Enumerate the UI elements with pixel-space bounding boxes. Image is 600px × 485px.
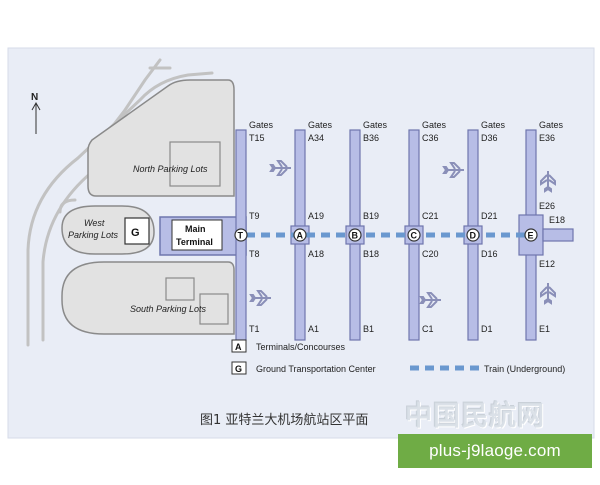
main-terminal-label-line2: Terminal <box>176 237 213 247</box>
airplane-icons <box>249 160 556 308</box>
gate-label-top: E36 <box>539 133 555 143</box>
gate-label-lower: B18 <box>363 249 379 259</box>
road-curve-outer <box>26 71 214 347</box>
west-parking-label-line2: Parking Lots <box>68 230 119 240</box>
ground-transportation-letter: G <box>131 227 140 239</box>
south-parking-lot <box>61 261 235 335</box>
airplane-icon <box>249 290 271 306</box>
gate-label-bottom: C1 <box>422 324 434 334</box>
main-terminal: Main Terminal <box>159 216 247 256</box>
north-parking-lot <box>87 79 235 197</box>
south-parking-deck-b <box>199 293 229 325</box>
gate-label-side: E18 <box>549 215 565 225</box>
gate-label-bottom: T1 <box>249 324 260 334</box>
gate-label-bottom: B1 <box>363 324 374 334</box>
airplane-icon <box>442 162 464 178</box>
station-letter: B <box>352 231 359 241</box>
station-marker <box>407 228 421 242</box>
gate-label-lower: T8 <box>249 249 260 259</box>
watermark-url: plus-j9laoge.com <box>398 434 592 468</box>
gate-label-upper: A19 <box>308 211 324 221</box>
ground-transportation-center <box>124 217 150 245</box>
airplane-icon <box>540 171 556 193</box>
west-parking-label-line1: West <box>84 218 105 228</box>
concourse-side-arm <box>542 228 574 242</box>
main-terminal-label-line1: Main <box>185 224 206 234</box>
gates-header: Gates <box>539 120 564 130</box>
gate-label-bottom: A1 <box>308 324 319 334</box>
gate-label-top: T15 <box>249 133 265 143</box>
legend-gtc-symbol: G <box>235 364 242 374</box>
south-parking-deck-a <box>165 277 195 301</box>
station-marker <box>293 228 307 242</box>
gate-label-top: B36 <box>363 133 379 143</box>
north-arrow: N <box>31 92 41 134</box>
station-letter: A <box>297 231 304 241</box>
gates-header: Gates <box>249 120 274 130</box>
legend: A Terminals/Concourses G Ground Transpor… <box>231 339 565 375</box>
station-letter: T <box>238 231 244 241</box>
station-marker <box>234 228 248 242</box>
gate-label-lower: C20 <box>422 249 439 259</box>
north-arrow-head <box>31 101 41 111</box>
gate-label-bottom: E1 <box>539 324 550 334</box>
legend-train-label: Train (Underground) <box>484 364 565 374</box>
airplane-icon <box>540 283 556 305</box>
legend-gtc-swatch <box>231 361 247 375</box>
gate-label-lower: D16 <box>481 249 498 259</box>
gate-label-lower: E12 <box>539 259 555 269</box>
south-parking-label: South Parking Lots <box>130 304 207 314</box>
map-panel-inner <box>7 47 595 439</box>
legend-terminal-swatch <box>231 339 247 353</box>
gate-label-top: C36 <box>422 133 439 143</box>
gate-label-upper: T9 <box>249 211 260 221</box>
north-parking-label: North Parking Lots <box>133 164 208 174</box>
north-label: N <box>31 92 38 103</box>
gate-label-top: D36 <box>481 133 498 143</box>
gates-header: Gates <box>363 120 388 130</box>
station-letter: D <box>470 231 477 241</box>
parking-areas: North Parking Lots West Parking Lots G S… <box>61 79 235 335</box>
gate-label-top: A34 <box>308 133 324 143</box>
station-marker <box>348 228 362 242</box>
airplane-icon <box>269 160 291 176</box>
legend-gtc-label: Ground Transportation Center <box>256 364 376 374</box>
gates-header: Gates <box>422 120 447 130</box>
station-marker <box>524 228 538 242</box>
gate-label-upper: B19 <box>363 211 379 221</box>
station-marker <box>466 228 480 242</box>
north-parking-deck <box>169 141 221 187</box>
gates-header: Gates <box>481 120 506 130</box>
legend-terminal-label: Terminals/Concourses <box>256 342 346 352</box>
gate-label-bottom: D1 <box>481 324 493 334</box>
watermark-banner: 中国民航网 <box>405 401 545 432</box>
gates-header: Gates <box>308 120 333 130</box>
map-caption: 图1 亚特兰大机场航站区平面 <box>200 412 368 428</box>
gate-label-upper: C21 <box>422 211 439 221</box>
road-west-loop <box>58 198 77 214</box>
gate-label-upper: D21 <box>481 211 498 221</box>
airplane-icon <box>419 292 441 308</box>
gate-label-lower: A18 <box>308 249 324 259</box>
main-terminal-label-box <box>171 219 223 251</box>
station-letter: C <box>411 231 418 241</box>
gate-label-upper: E26 <box>539 201 555 211</box>
legend-terminal-symbol: A <box>235 342 242 352</box>
station-letter: E <box>528 231 534 241</box>
